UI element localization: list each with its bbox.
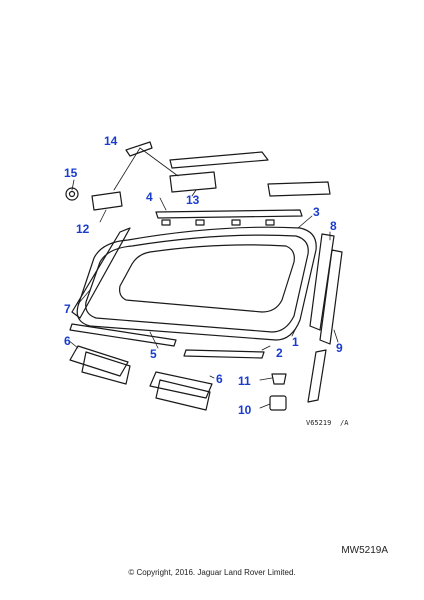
callout-13: 13 [186,193,200,207]
callout-9: 9 [336,341,343,355]
bracket-right [169,171,217,193]
callout-11: 11 [238,374,251,388]
callout-3: 3 [313,205,320,219]
callout-6a: 6 [64,334,71,348]
callout-6b: 6 [216,372,223,386]
callout-2: 2 [276,346,283,360]
callout-10: 10 [238,403,252,417]
lower-trim-left [81,351,131,385]
windscreen-outer-seal [76,226,317,341]
lower-finisher-6a [69,345,129,377]
screen-finisher [155,209,303,219]
fastener-15 [65,187,79,201]
bracket-left [91,191,123,211]
callout-14: 14 [104,134,118,148]
callout-7: 7 [64,302,71,316]
callout-1: 1 [292,335,299,349]
callout-5: 5 [150,347,157,361]
copyright-notice: © Copyright, 2016. Jaguar Land Rover Lim… [128,568,296,577]
lower-finisher-6b [149,371,213,399]
callout-15: 15 [64,166,78,180]
drawing-ref-suffix: /A [340,419,349,427]
lower-right-strip [307,349,327,403]
callout-4: 4 [146,190,153,204]
diagram-code: MW5219A [341,545,388,556]
retaining-clip [271,373,287,385]
callout-8: 8 [330,219,337,233]
lower-finisher-5 [69,323,177,347]
callout-12: 12 [76,222,90,236]
lower-finisher-2 [183,349,265,359]
finisher-clips [161,219,275,226]
windscreen-aperture [119,244,295,313]
upper-trim-right [267,181,331,197]
windscreen-glass [85,234,309,333]
left-side-seal [71,227,131,319]
drawing-ref-code: V65219 [306,419,331,427]
clip-block [269,395,287,411]
right-finisher-strip [319,249,343,345]
rivet [125,141,153,157]
right-channel [309,233,335,331]
leader-lines [67,147,339,409]
lower-trim-right [155,379,211,411]
upper-trim-left [169,151,269,169]
